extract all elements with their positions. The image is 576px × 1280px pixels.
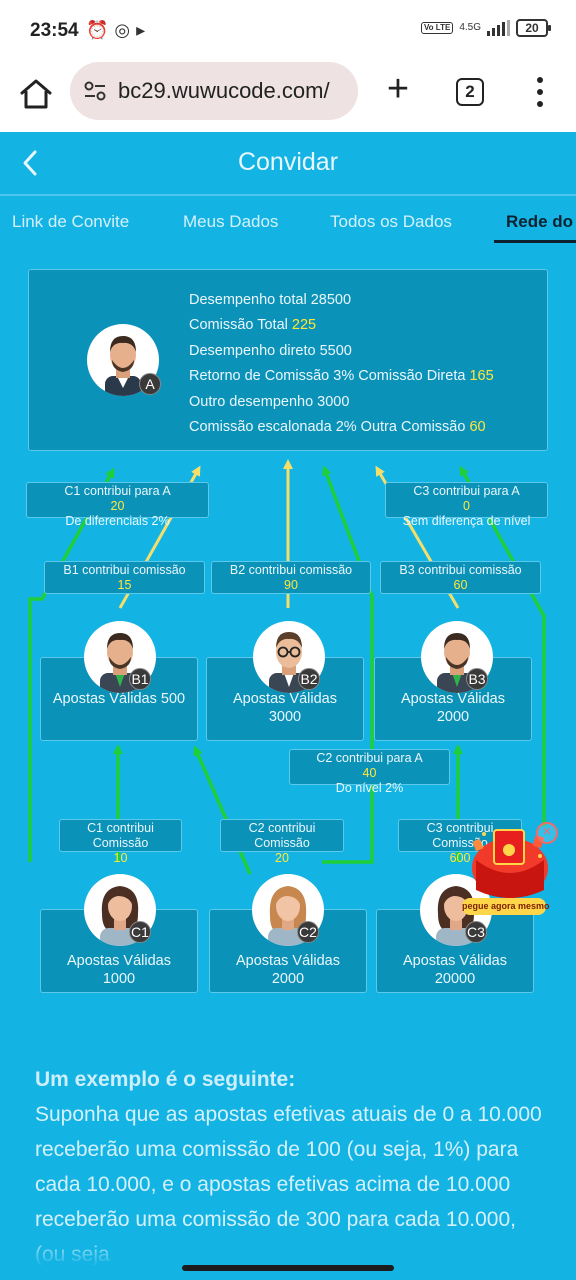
avatar-badge-b3: B3 <box>466 668 488 690</box>
avatar-badge-c1: C1 <box>129 921 151 943</box>
site-settings-icon[interactable] <box>82 78 108 104</box>
label-c2-contributes-b: C2 contribui Comissão 20 <box>220 819 344 865</box>
user-a-stats: Desempenho total 28500 Comissão Total 22… <box>189 288 494 440</box>
tab-link-de-convite[interactable]: Link de Convite <box>12 212 130 231</box>
tab-bar: Link de Convite Meus Dados Todos os Dado… <box>0 196 576 244</box>
stat-line: Desempenho direto 5500 <box>189 342 352 359</box>
menu-dot-icon <box>537 89 543 95</box>
page-title: Convidar <box>237 148 339 176</box>
commission-network-diagram: A Desempenho total 28500 Comissão Total … <box>0 244 576 1044</box>
address-bar[interactable]: bc29.wuwucode.com/ <box>70 62 358 120</box>
menu-dot-icon <box>537 77 543 83</box>
user-a-card: A Desempenho total 28500 Comissão Total … <box>28 269 548 451</box>
example-section: Um exemplo é o seguinte: Suponha que as … <box>35 1062 545 1272</box>
tab-todos-os-dados[interactable]: Todos os Dados <box>330 212 452 231</box>
avatar-badge-c3: C3 <box>465 921 487 943</box>
avatar-a <box>87 324 159 396</box>
tab-meus-dados[interactable]: Meus Dados <box>183 212 279 231</box>
avatar-b3 <box>421 621 493 693</box>
new-tab-button[interactable]: + <box>380 70 416 108</box>
label-c1-contributes-a: C1 contribui para A 20 De diferenciais 2… <box>26 482 209 528</box>
active-tab-indicator <box>494 240 576 243</box>
avatar-badge-a: A <box>139 373 161 395</box>
url-text: bc29.wuwucode.com/ <box>118 78 330 103</box>
browser-menu-button[interactable] <box>528 74 552 110</box>
play-icon: ▸ <box>136 20 146 40</box>
status-notification-icons: ⏰ ◎ ▸ <box>86 20 145 41</box>
signal-icon <box>487 20 510 36</box>
home-icon <box>20 79 52 109</box>
stat-line: Comissão escalonada 2% Outra Comissão 60 <box>189 419 486 436</box>
avatar-badge-c2: C2 <box>297 921 319 943</box>
chevron-left-icon <box>23 150 37 176</box>
man-avatar-icon <box>105 336 141 396</box>
battery-icon: 20 <box>516 19 551 37</box>
menu-dot-icon <box>537 101 543 107</box>
stat-line: Desempenho total 28500 <box>189 292 352 308</box>
label-b3-contribution: B3 contribui comissão 60 <box>380 561 541 594</box>
avatar-badge-b1: B1 <box>129 668 151 690</box>
alarm-icon: ⏰ <box>86 20 109 40</box>
woman-avatar-icon <box>268 886 308 946</box>
label-b2-contribution: B2 contribui comissão 90 <box>211 561 371 594</box>
tab-rede[interactable]: Rede do <box>506 212 574 231</box>
status-bar: 23:54 ⏰ ◎ ▸ Vo LTE 4.5G 20 <box>0 0 576 62</box>
label-b1-contribution: B1 contribui comissão 15 <box>44 561 205 594</box>
gesture-nav-handle[interactable] <box>182 1265 394 1271</box>
promo-label[interactable]: pegue agora mesmo <box>462 898 550 915</box>
header-divider <box>0 194 576 196</box>
app-header: Convidar <box>0 132 576 194</box>
user-b2-box: Apostas Válidas 3000 <box>206 657 364 741</box>
stat-line: Comissão Total 225 <box>189 317 317 334</box>
promo-close-button[interactable]: × <box>536 822 558 844</box>
label-c3-contributes-a: C3 contribui para A 0 Sem diferença de n… <box>385 482 548 528</box>
stat-line: Retorno de Comissão 3% Comissão Direta 1… <box>189 368 494 385</box>
volte-icon: Vo LTE <box>420 22 454 34</box>
promo-red-envelope-button[interactable] <box>464 820 560 916</box>
plus-icon: + <box>386 68 410 110</box>
stat-line: Outro desempenho 3000 <box>189 393 350 410</box>
woman-avatar-icon <box>436 886 476 946</box>
scroll-fade <box>0 1236 576 1280</box>
browser-toolbar: bc29.wuwucode.com/ + 2 <box>0 62 576 132</box>
avatar-badge-b2: B2 <box>298 668 320 690</box>
tab-switcher-button[interactable]: 2 <box>456 78 484 106</box>
back-button[interactable] <box>18 148 42 178</box>
home-button[interactable] <box>16 74 56 114</box>
status-time: 23:54 <box>30 20 79 41</box>
red-envelope-icon <box>472 829 548 898</box>
user-c1-box: Apostas Válidas 1000 <box>40 909 198 993</box>
fingerprint-icon: ◎ <box>114 20 131 40</box>
label-c1-contributes-b: C1 contribui Comissão 10 <box>59 819 182 865</box>
status-indicators: Vo LTE 4.5G 20 <box>420 19 551 37</box>
example-title: Um exemplo é o seguinte: <box>35 1068 296 1091</box>
label-c2-contributes-a: C2 contribui para A 40 Do nível 2% <box>289 749 450 795</box>
example-body: Suponha que as apostas efetivas atuais d… <box>35 1103 542 1266</box>
network-type: 4.5G <box>459 22 481 33</box>
